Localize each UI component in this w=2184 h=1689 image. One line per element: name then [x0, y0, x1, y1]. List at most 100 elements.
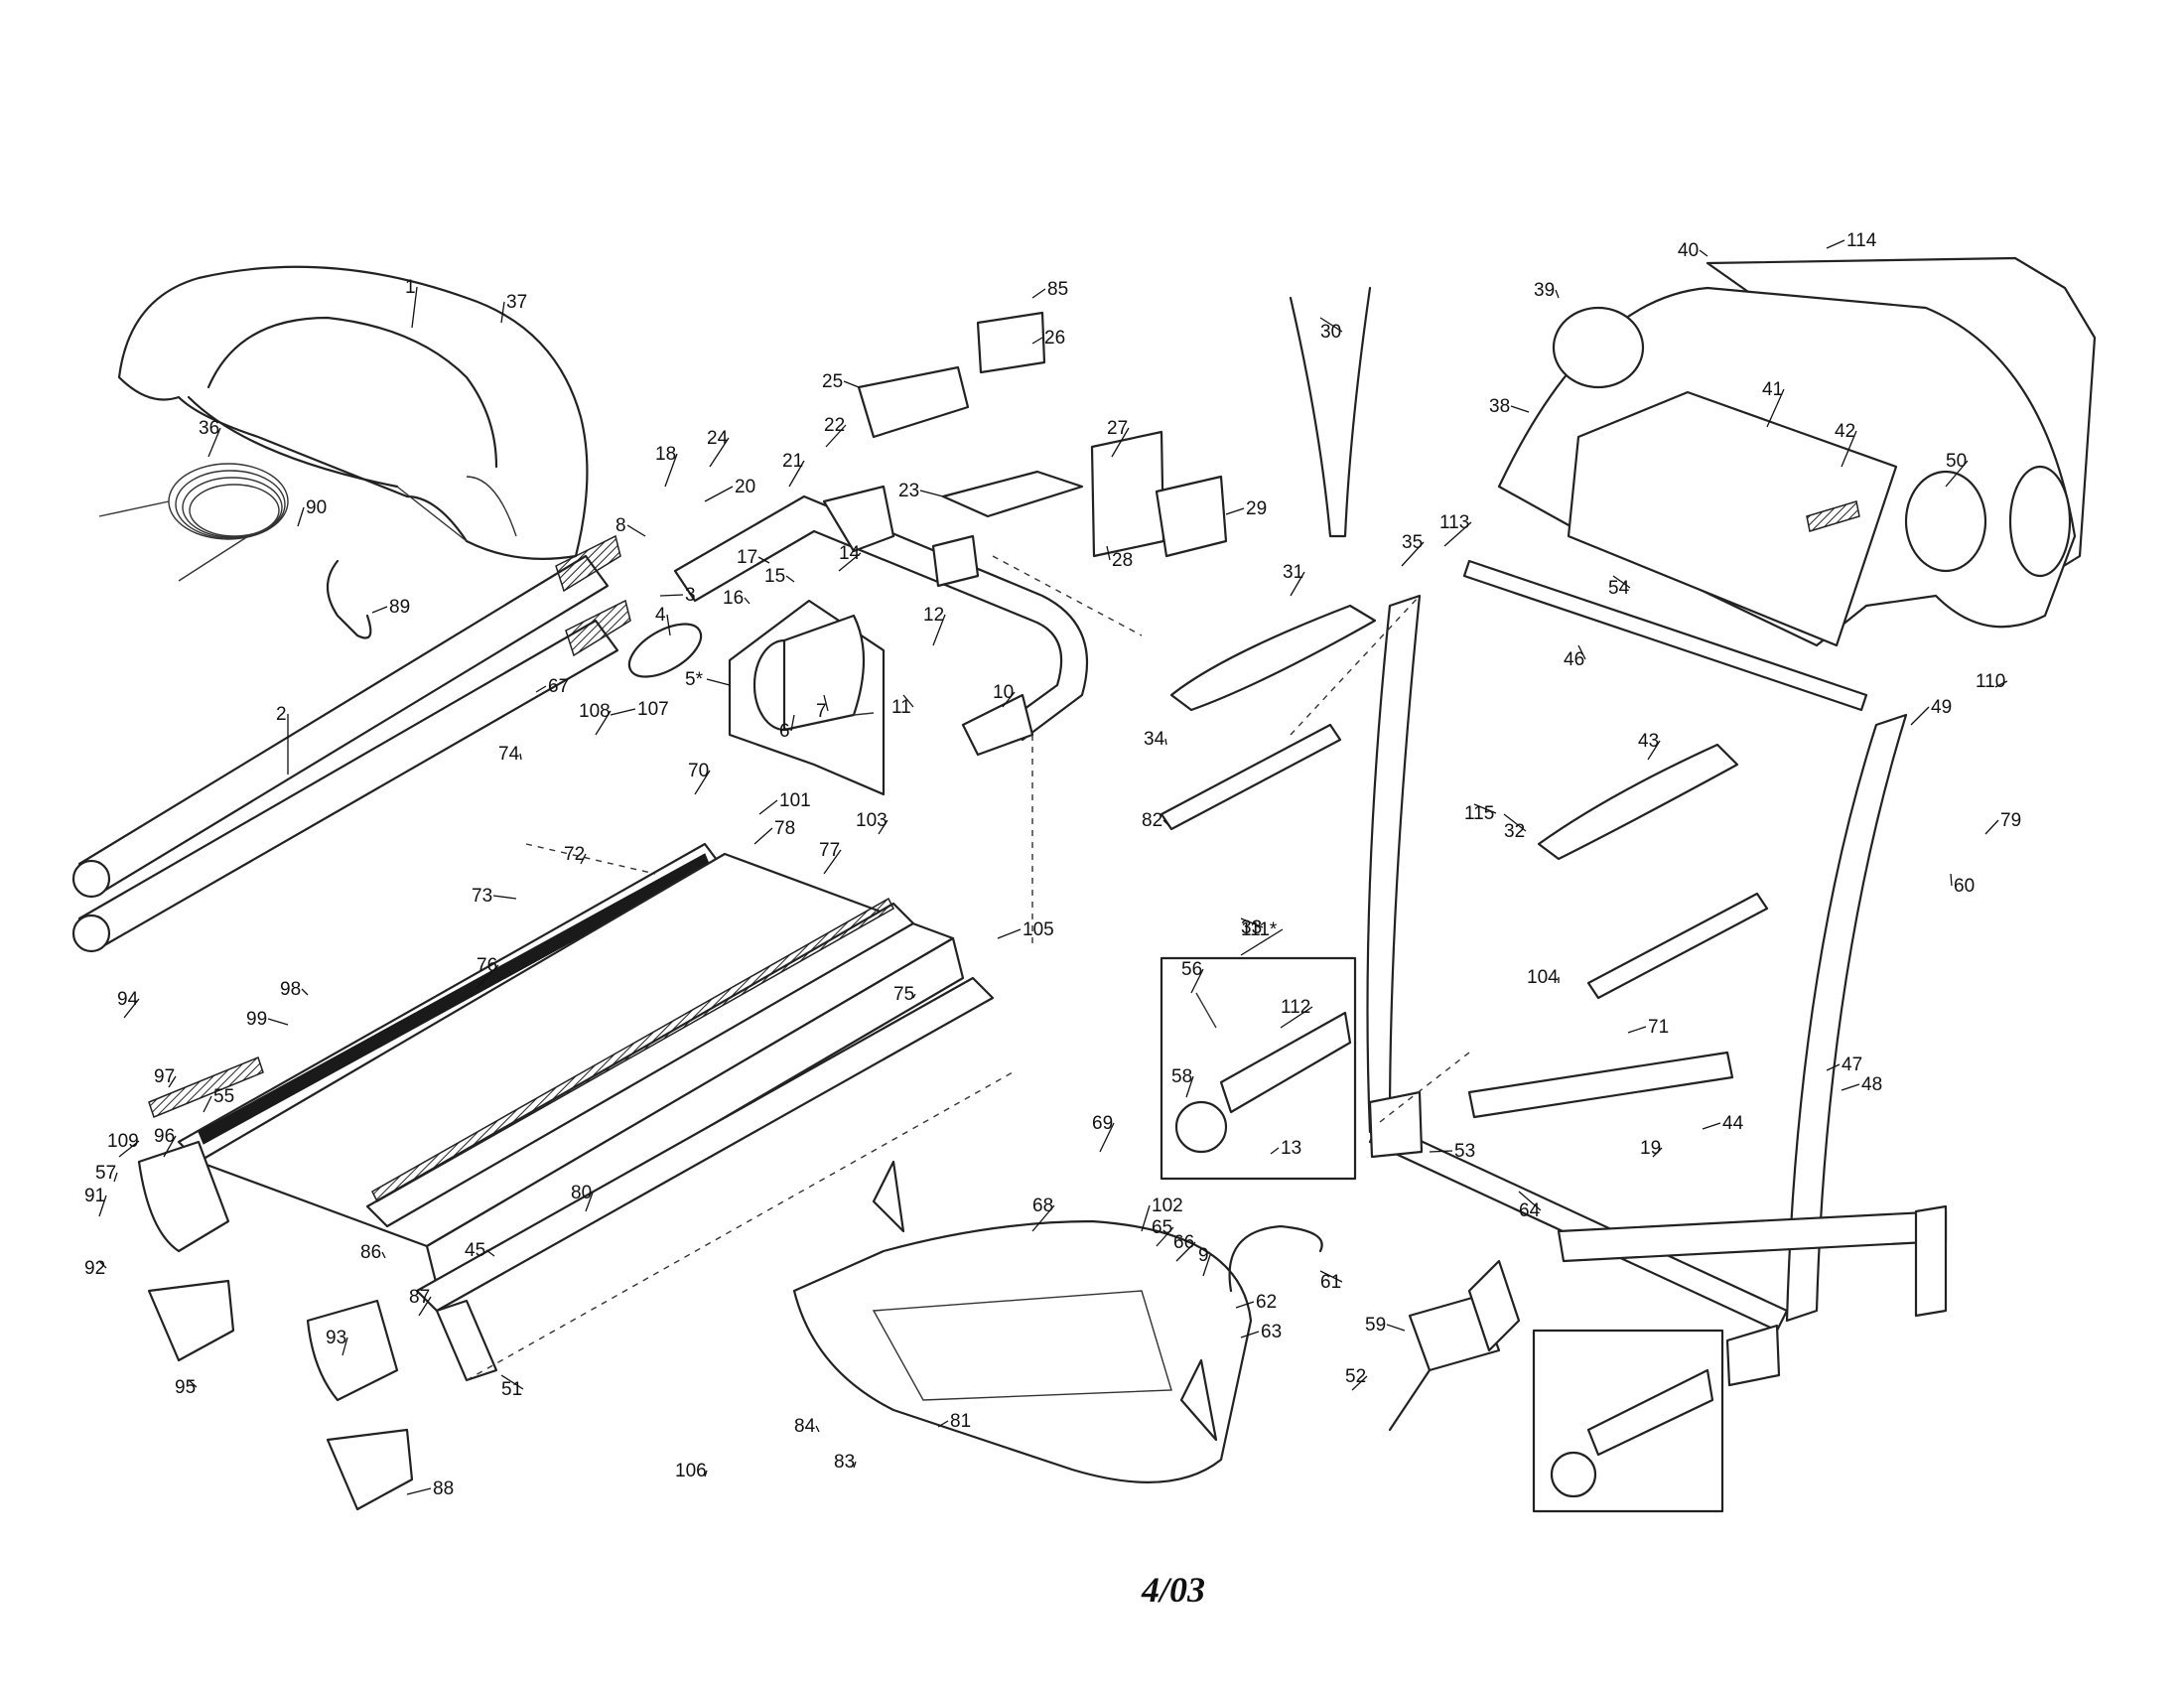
callout-leader-39: [1555, 289, 1560, 299]
callout-leader-26: [1031, 337, 1043, 345]
callout-86: 86: [360, 1242, 381, 1263]
callout-64: 64: [1519, 1200, 1541, 1221]
assembly-guides: [525, 555, 1470, 1123]
callout-87: 87: [409, 1287, 430, 1308]
callout-leader-81: [937, 1420, 949, 1428]
callout-leader-15: [785, 575, 795, 583]
callout-113: 113: [1439, 512, 1469, 533]
callout-3: 3: [685, 585, 696, 606]
callout-leader-43: [1647, 740, 1661, 761]
callout-leader-12: [932, 614, 946, 646]
callout-leader-33: [1240, 917, 1264, 928]
callout-111-star: 111*: [1241, 919, 1278, 940]
callout-leader-70: [694, 770, 711, 795]
callout-15: 15: [764, 566, 785, 587]
callout-84: 84: [794, 1416, 816, 1437]
front-end-caps: [137, 1140, 414, 1511]
callout-leader-98: [301, 988, 309, 996]
callout-leader-80: [585, 1192, 594, 1212]
callout-72: 72: [564, 844, 585, 865]
callout-leader-57: [113, 1172, 118, 1183]
callout-leader-23: [919, 490, 944, 497]
callout-leader-115: [1473, 803, 1497, 814]
callout-leader-83: [853, 1461, 857, 1469]
callout-21: 21: [782, 451, 803, 472]
callout-90: 90: [306, 497, 327, 518]
callout-19: 19: [1640, 1138, 1661, 1159]
callout-49: 49: [1931, 697, 1952, 718]
callout-94: 94: [117, 989, 139, 1010]
callout-leader-107: [610, 708, 636, 716]
callout-leader-20: [704, 486, 734, 502]
callout-105: 105: [1023, 919, 1054, 940]
callout-57: 57: [95, 1163, 116, 1184]
callout-92: 92: [84, 1258, 105, 1279]
callout-leader-31: [1290, 571, 1305, 597]
callout-leader-28: [1106, 545, 1111, 561]
callout-10: 10: [993, 682, 1014, 703]
callout-35: 35: [1402, 532, 1423, 553]
callout-leader-105: [997, 928, 1022, 939]
callout-29: 29: [1246, 498, 1267, 519]
callout-leader-25: [843, 380, 860, 388]
callout-leader-84: [815, 1425, 820, 1433]
callout-leader-61: [1319, 1270, 1343, 1283]
callout-14: 14: [839, 543, 861, 564]
callout-71: 71: [1648, 1017, 1669, 1038]
callout-leader-36: [207, 427, 221, 458]
callout-leader-82: [1162, 819, 1170, 827]
callout-54: 54: [1608, 578, 1630, 599]
callout-103: 103: [856, 810, 887, 831]
callout-60: 60: [1954, 876, 1975, 897]
callout-2: 2: [276, 704, 287, 725]
callout-82: 82: [1142, 810, 1162, 831]
left-handrail-trim-82: [1160, 723, 1342, 831]
callout-leader-50: [1945, 460, 1969, 488]
callout-leader-97: [168, 1075, 177, 1088]
callout-leader-46: [1577, 644, 1586, 660]
callout-61: 61: [1320, 1272, 1341, 1293]
callout-81: 81: [950, 1411, 971, 1432]
callout-leader-114: [1826, 239, 1845, 249]
callout-labels: 12345*6789101112131415161718192021222324…: [84, 230, 2021, 1499]
callout-20: 20: [735, 477, 755, 497]
callout-leader-48: [1841, 1083, 1860, 1091]
callout-leader-44: [1702, 1122, 1721, 1130]
callout-leader-52: [1351, 1375, 1368, 1391]
callout-31: 31: [1283, 562, 1303, 583]
callout-6: 6: [779, 721, 790, 742]
callout-leader-16: [744, 597, 751, 605]
right-handrail-trim-104: [1586, 892, 1769, 1000]
callout-leader-58: [1185, 1075, 1194, 1098]
callout-48: 48: [1861, 1074, 1882, 1095]
callout-68: 68: [1032, 1196, 1053, 1216]
uprights: [71, 534, 631, 953]
callout-69: 69: [1092, 1113, 1113, 1134]
callout-16: 16: [723, 588, 744, 609]
drive-belt: [627, 623, 703, 678]
callout-leader-8: [626, 524, 646, 537]
callout-93: 93: [326, 1328, 346, 1348]
callout-4: 4: [655, 605, 666, 626]
callout-leader-59: [1386, 1324, 1406, 1332]
callout-leader-89: [371, 606, 388, 614]
callout-leader-96: [163, 1135, 177, 1158]
callout-leader-27: [1111, 427, 1130, 458]
callout-34: 34: [1144, 729, 1165, 750]
callout-58: 58: [1171, 1066, 1192, 1087]
callout-leader-54: [1612, 575, 1631, 589]
callout-41: 41: [1762, 379, 1783, 400]
callout-88: 88: [433, 1478, 454, 1499]
callout-55: 55: [213, 1086, 234, 1107]
callout-leader-95: [188, 1379, 198, 1388]
callout-leader-76: [476, 964, 499, 989]
deck-and-rails: [177, 842, 1014, 1382]
callout-leader-102: [1141, 1204, 1151, 1232]
callout-leader-53: [1429, 1150, 1453, 1153]
callout-leader-32: [1503, 813, 1527, 832]
base-frame: [792, 1160, 1253, 1483]
callout-67: 67: [548, 676, 569, 697]
callout-leader-64: [1518, 1191, 1542, 1211]
callout-leader-11: [902, 694, 914, 708]
callout-96: 96: [154, 1126, 175, 1147]
